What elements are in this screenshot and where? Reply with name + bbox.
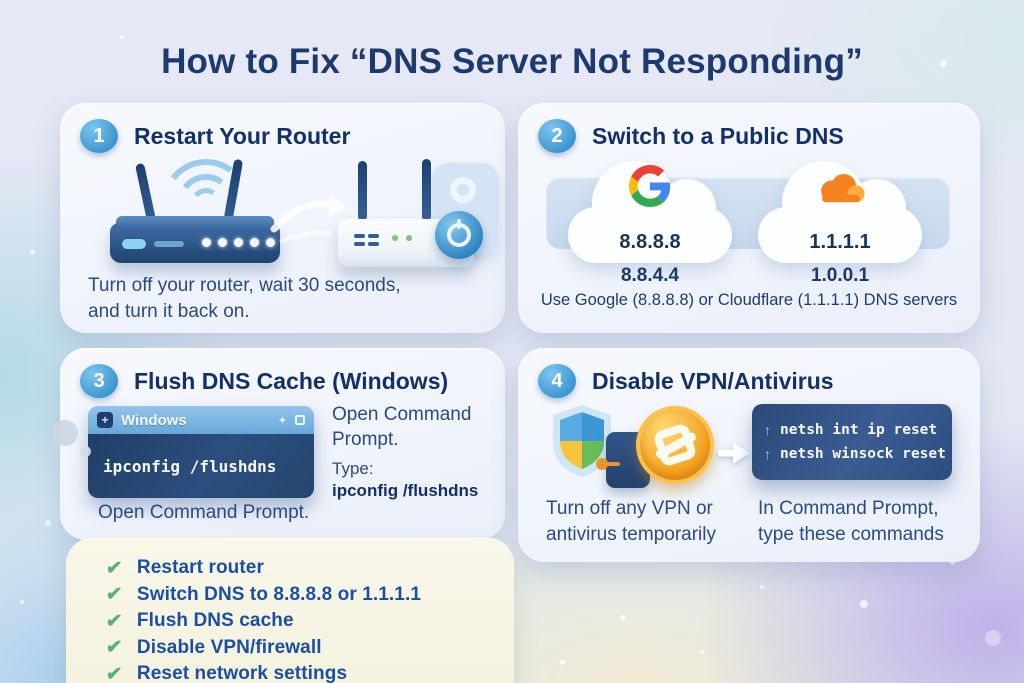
cloudflare-primary-ip: 1.1.1.1 [809,231,871,253]
step-number-badge: 1 [80,119,118,153]
google-secondary-ip: 8.8.4.4 [620,265,680,286]
cloudflare-dns-cloud: 1.1.1.1 [758,161,922,263]
step-card-disable-vpn: 4 Disable VPN/Antivirus ↑ ne [518,348,980,562]
checklist-item-label: Flush DNS cache [136,610,294,632]
terminal-command: ipconfig /flushdns [103,456,277,476]
step-heading: Flush DNS Cache (Windows) [134,367,449,394]
checklist-item: ✔ Disable VPN/firewall [104,635,514,662]
check-icon: ✔ [104,557,124,579]
step-number-badge: 3 [80,364,118,398]
restart-arrow-icon [270,195,348,243]
step3-side-text: Open Command Prompt. Type: ipconfig /flu… [332,402,490,501]
router-illustration [80,153,498,271]
checklist-item: ✔ Restart router [104,555,514,582]
up-arrow-icon: ↑ [764,422,771,438]
step-heading: Restart Your Router [134,122,351,149]
decor-dot [52,420,78,446]
checklist-item-label: Restart router [136,557,264,579]
checklist-item-label: Switch DNS to 8.8.8.8 or 1.1.1.1 [136,583,422,605]
power-button-icon [435,211,483,259]
page-title: How to Fix “DNS Server Not Responding” [161,42,863,81]
step-heading: Switch to a Public DNS [592,122,844,149]
step-card-restart-router: 1 Restart Your Router [60,103,505,333]
terminal-title: Windows [121,411,187,429]
check-icon: ✔ [104,663,124,683]
checklist-card: ✔ Restart router ✔ Switch DNS to 8.8.8.8… [66,538,514,683]
command-prompt-box: ↑ netsh int ip reset ↑ netsh winsock res… [752,404,952,480]
checklist-item-label: Disable VPN/firewall [136,636,322,658]
step4-caption-left: Turn off any VPN or antivirus temporaril… [546,498,716,545]
step3-type-label: Type: [332,459,374,478]
checklist-item: ✔ Reset network settings [104,661,514,683]
windows-logo-icon: + [97,412,113,428]
checklist-item-label: Reset network settings [136,663,348,683]
command-text: netsh winsock reset [780,446,946,462]
check-icon: ✔ [104,637,124,659]
sparkle-icon: ✦ [277,414,287,427]
up-arrow-icon: ↑ [764,446,771,462]
step3-instruction: Open Command Prompt. [332,404,472,450]
step-number-badge: 4 [538,364,576,398]
step-number-badge: 2 [538,119,576,153]
step-heading: Disable VPN/Antivirus [592,367,834,394]
step-card-flush-dns: 3 Flush DNS Cache (Windows) + Windows ✦ … [60,348,505,540]
cloudflare-logo-icon [821,173,865,203]
command-line: ↑ netsh int ip reset [764,422,940,438]
command-text: netsh int ip reset [780,422,938,438]
step-card-public-dns: 2 Switch to a Public DNS 8.8.8.8 1.1.1.1 [518,103,980,333]
checklist-item: ✔ Switch DNS to 8.8.8.8 or 1.1.1.1 [104,582,514,609]
blocked-coin-icon [636,406,714,484]
command-line: ↑ netsh winsock reset [764,446,946,462]
step3-command-text: ipconfig /flushdns [332,481,479,500]
decor-dot [80,446,91,457]
maximize-icon [295,415,305,425]
terminal-window: + Windows ✦ ipconfig /flushdns [88,406,314,498]
google-primary-ip: 8.8.8.8 [619,231,681,253]
step2-caption: Use Google (8.8.8.8) or Cloudflare (1.1.… [540,291,958,309]
terminal-titlebar: + Windows ✦ [88,406,314,434]
arrow-right-icon [718,442,750,464]
step3-caption: Open Command Prompt. [98,502,310,523]
google-logo-icon [629,165,671,207]
cloudflare-secondary-ip: 1.0.0.1 [810,265,870,286]
check-icon: ✔ [104,584,124,606]
step1-caption: Turn off your router, wait 30 seconds, a… [88,275,401,322]
google-dns-cloud: 8.8.8.8 [568,161,732,263]
checklist-item: ✔ Flush DNS cache [104,608,514,635]
step4-caption-right: In Command Prompt, type these commands [758,498,944,545]
check-icon: ✔ [104,610,124,632]
